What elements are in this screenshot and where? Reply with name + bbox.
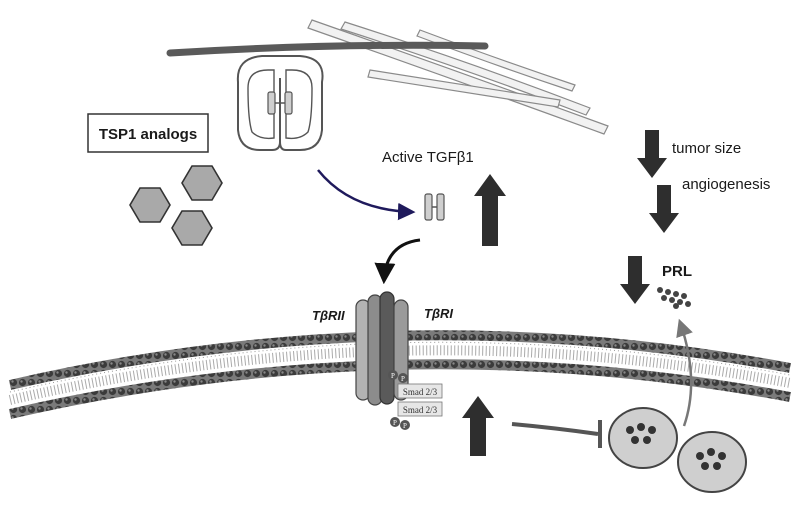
svg-text:Smad 2/3: Smad 2/3 bbox=[403, 387, 438, 397]
svg-text:P: P bbox=[401, 375, 405, 383]
tsp1-analog-molecules bbox=[129, 165, 223, 246]
matrix-bar bbox=[166, 41, 489, 57]
active-tgf-label: Active TGFβ1 bbox=[382, 149, 474, 166]
receptor-1-label: TβRI bbox=[424, 306, 453, 321]
tumor-size-label: tumor size bbox=[672, 140, 741, 157]
tsp1-analogs-label: TSP1 analogs bbox=[87, 113, 209, 153]
secretion-arrow bbox=[676, 318, 693, 427]
hexagon-molecule bbox=[171, 210, 213, 246]
smad-label-top: Smad 2/3 bbox=[397, 383, 443, 399]
svg-text:P: P bbox=[403, 422, 407, 430]
up-arrow-tgf bbox=[474, 174, 506, 246]
activation-arrow bbox=[317, 169, 416, 221]
latent-tgf-complex bbox=[236, 55, 324, 151]
binding-arrow bbox=[374, 238, 421, 285]
smad-label-bottom: Smad 2/3 bbox=[397, 401, 443, 417]
phosphate-group: P bbox=[398, 373, 408, 383]
hexagon-molecule bbox=[181, 165, 223, 201]
phosphate-group: P bbox=[388, 370, 398, 380]
down-arrow-prl bbox=[620, 256, 650, 304]
down-arrow-angiogenesis bbox=[649, 185, 679, 233]
angiogenesis-label: angiogenesis bbox=[682, 176, 770, 193]
hexagon-molecule bbox=[129, 187, 171, 223]
extracellular-fibers bbox=[307, 19, 609, 135]
phosphate-group: P bbox=[390, 417, 400, 427]
phosphate-group: P bbox=[400, 420, 410, 430]
prl-label: PRL bbox=[662, 263, 692, 280]
receptor-2-label: TβRII bbox=[312, 308, 345, 323]
prl-vesicle bbox=[608, 407, 678, 469]
svg-text:P: P bbox=[391, 372, 395, 380]
svg-text:P: P bbox=[393, 419, 397, 427]
down-arrow-tumor-size bbox=[637, 130, 667, 178]
prl-vesicle bbox=[677, 431, 747, 493]
prl-granules bbox=[657, 287, 691, 309]
svg-text:TSP1 analogs: TSP1 analogs bbox=[99, 126, 197, 143]
svg-text:Smad 2/3: Smad 2/3 bbox=[403, 405, 438, 415]
active-tgf-molecule bbox=[424, 193, 445, 221]
inhibition-line bbox=[511, 420, 602, 448]
up-arrow-smad bbox=[462, 396, 494, 456]
